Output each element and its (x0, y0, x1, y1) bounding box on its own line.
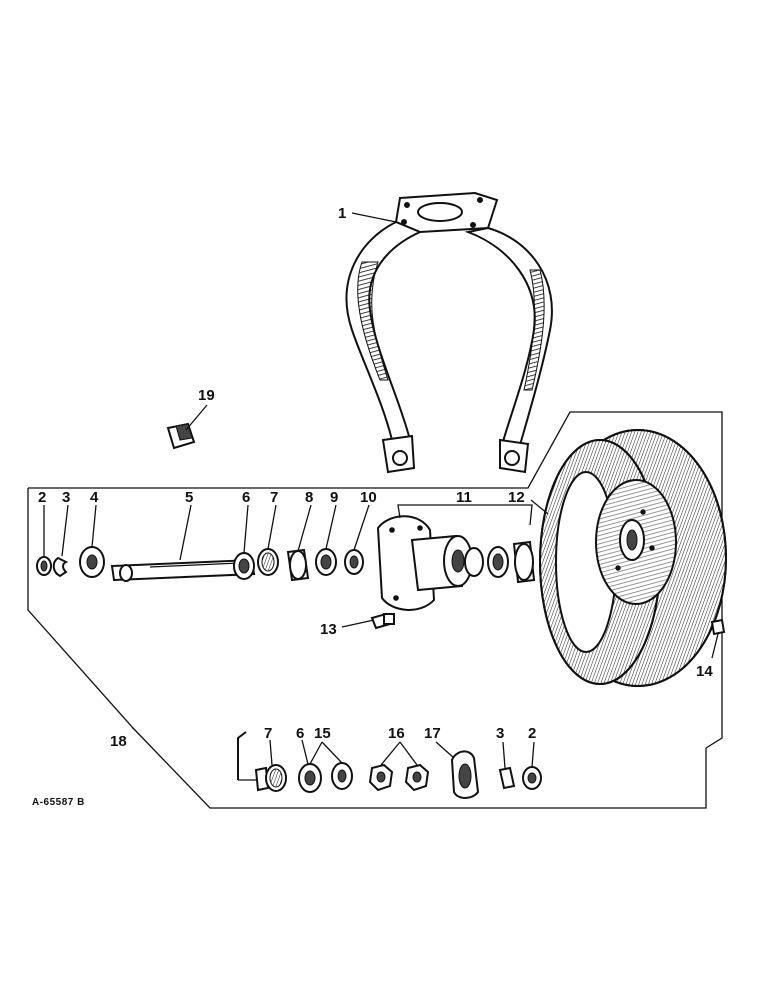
callout-11: 11 (456, 489, 472, 506)
callout-18: 18 (110, 733, 127, 750)
wheel-assembly (539, 429, 727, 687)
callout-3-upper: 3 (62, 489, 70, 506)
group-boundary-line (27, 411, 723, 809)
callout-15: 15 (314, 725, 331, 742)
callout-14: 14 (696, 663, 713, 680)
callout-labels: 1 2 3 4 5 6 7 8 9 10 11 12 13 14 15 16 1… (38, 205, 713, 750)
callout-7-lower: 7 (264, 725, 272, 742)
callout-8: 8 (305, 489, 313, 506)
callout-1: 1 (338, 205, 346, 222)
callout-9: 9 (330, 489, 338, 506)
lower-parts-row (237, 731, 542, 799)
part-19-fitting (166, 422, 196, 450)
axle-parts-row (36, 546, 364, 582)
callout-7-upper: 7 (270, 489, 278, 506)
callout-16: 16 (388, 725, 405, 742)
callout-6-upper: 6 (242, 489, 250, 506)
callout-3-lower: 3 (496, 725, 504, 742)
reference-code: A-65587 B (32, 797, 85, 808)
part-13-bolt (370, 612, 395, 630)
callout-17: 17 (424, 725, 441, 742)
callout-6-lower: 6 (296, 725, 304, 742)
callout-4: 4 (90, 489, 99, 506)
callout-10: 10 (360, 489, 377, 506)
fork-assembly (345, 191, 553, 474)
callout-2-upper: 2 (38, 489, 46, 506)
hub-assembly (376, 515, 536, 611)
callout-19: 19 (198, 387, 215, 404)
callout-5: 5 (185, 489, 193, 506)
leader-lines (43, 212, 719, 769)
callout-13: 13 (320, 621, 337, 638)
part-14-valve (710, 618, 726, 636)
callout-2-lower: 2 (528, 725, 536, 742)
callout-12: 12 (508, 489, 525, 506)
